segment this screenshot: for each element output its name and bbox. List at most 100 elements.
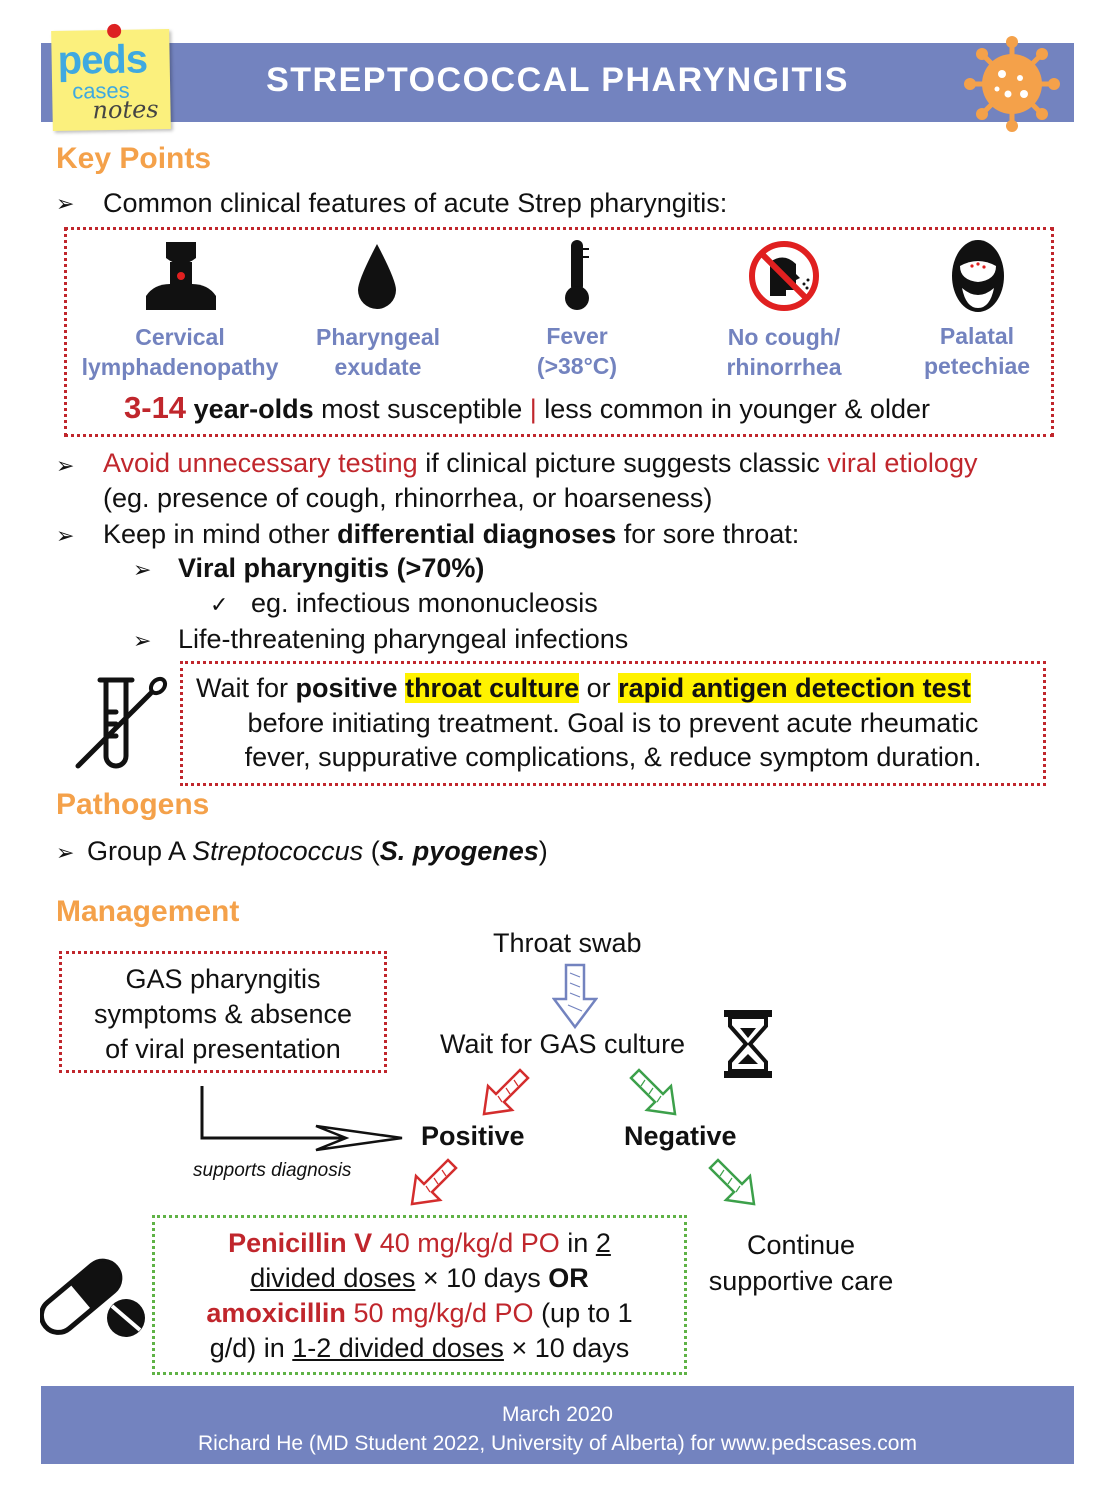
supportive-line: Continue: [746, 1230, 856, 1260]
amoxicillin-days: × 10 days: [511, 1333, 630, 1363]
positive-result: Positive: [421, 1121, 525, 1151]
checkmark-icon: ✓: [210, 592, 229, 617]
feature-label-line2: exudate: [334, 354, 422, 380]
symptoms-line: of viral presentation: [105, 1034, 341, 1064]
treatment-text: Penicillin V 40 mg/kg/d PO in 2 divided …: [152, 1226, 687, 1366]
droplet-icon: [358, 244, 396, 309]
avoid-testing-line2: (eg. presence of cough, rhinorrhea, or h…: [103, 483, 713, 513]
treatment-line: Penicillin V 40 mg/kg/d PO in 2: [152, 1226, 687, 1261]
feature-label-line2: lymphadenopathy: [81, 354, 279, 380]
viral-pharyngitis: Viral pharyngitis (>70%): [178, 553, 485, 583]
amoxicillin-gd: g/d) in: [209, 1333, 285, 1363]
arrow-to-negative-icon: [629, 1068, 677, 1116]
symptoms-box: [59, 951, 387, 1073]
penicillin-days: × 10 days: [422, 1263, 541, 1293]
feature-exudate: Pharyngeal exudate: [298, 322, 458, 382]
bullet-arrow-icon: ➢: [56, 453, 75, 478]
life-threatening: Life-threatening pharyngeal infections: [178, 624, 629, 654]
footer-banner: March 2020 Richard He (MD Student 2022, …: [41, 1386, 1074, 1464]
wait-positive: positive: [295, 673, 398, 703]
feature-label-line1: Fever: [546, 323, 608, 349]
pill-icon: [40, 1258, 145, 1337]
avoid-testing-mid: if clinical picture suggests classic: [425, 448, 820, 478]
wait-line1: Wait for positive throat culture or rapi…: [196, 673, 971, 704]
neck-lymph-icon: [146, 242, 216, 310]
header-banner: STREPTOCOCCAL PHARYNGITIS: [41, 43, 1074, 122]
feature-label-line1: Palatal: [939, 323, 1015, 349]
wait-line2: before initiating treatment. Goal is to …: [247, 708, 979, 738]
bullet-arrow-icon: ➢: [56, 523, 75, 548]
pathogen-genus: Streptococcus: [192, 836, 364, 866]
features-box: [64, 227, 1054, 437]
wait-for-test-box: [180, 661, 1046, 786]
wait-pre: Wait for: [196, 673, 289, 703]
penicillin-name: Penicillin V: [228, 1228, 373, 1258]
wait-line3: fever, suppurative complications, & redu…: [244, 742, 982, 772]
feature-fever: Fever (>38°C): [502, 321, 652, 381]
thermometer-icon: [565, 240, 589, 310]
symptoms-line: GAS pharyngitis: [125, 964, 321, 994]
negative-result: Negative: [624, 1121, 737, 1151]
avoid-testing-red: Avoid unnecessary testing: [103, 448, 418, 478]
penicillin-divided: divided doses: [250, 1263, 416, 1293]
pathogen-line: Group A Streptococcus (S. pyogenes): [87, 836, 548, 867]
wait-or: or: [586, 673, 611, 703]
arrow-to-treatment-icon: [410, 1158, 458, 1206]
footer-author: Richard He (MD Student 2022, University …: [198, 1432, 917, 1455]
test-tube-icon: [75, 676, 168, 769]
amoxicillin-name: amoxicillin: [206, 1298, 346, 1328]
differential-pre: Keep in mind other: [103, 519, 330, 549]
treatment-line: g/d) in 1-2 divided doses × 10 days: [152, 1331, 687, 1366]
age-line: 3-14 year-olds most susceptible | less c…: [124, 390, 930, 426]
viral-etiology-red: viral etiology: [827, 448, 978, 478]
symptoms-text: GAS pharyngitis symptoms & absence of vi…: [59, 962, 387, 1067]
no-cough-icon: [749, 241, 819, 311]
penicillin-two: 2: [595, 1228, 611, 1258]
feature-petechiae: Palatal petechiae: [904, 321, 1050, 381]
down-arrow-icon: [552, 963, 598, 1029]
supports-diagnosis-label: supports diagnosis: [193, 1160, 352, 1181]
feature-label-line1: No cough/: [727, 324, 841, 350]
bullet-arrow-icon: ➢: [133, 557, 152, 582]
age-separator: |: [529, 394, 537, 424]
feature-label-line2: petechiae: [923, 353, 1031, 379]
feature-label-line2: rhinorrhea: [726, 354, 842, 380]
age-range: 3-14: [124, 390, 187, 425]
treatment-box: [152, 1215, 687, 1375]
amoxicillin-dose: 50 mg/kg/d PO: [353, 1298, 534, 1328]
pathogen-paren-open: (: [370, 836, 380, 866]
age-tail: less common in younger & older: [544, 394, 930, 424]
feature-label-line1: Cervical: [135, 324, 225, 350]
footer-date: March 2020: [502, 1403, 613, 1426]
feature-label-line1: Pharyngeal: [316, 324, 440, 350]
key-points-heading: Key Points: [56, 142, 212, 175]
supports-arrow-icon: [200, 1086, 403, 1152]
supportive-line: supportive care: [708, 1266, 894, 1296]
throat-swab: Throat swab: [493, 928, 642, 958]
throat-culture-highlight: throat culture: [405, 673, 580, 703]
features-intro: Common clinical features of acute Strep …: [103, 188, 728, 218]
pathogens-heading: Pathogens: [56, 788, 210, 821]
age-rest: most susceptible: [321, 394, 523, 424]
age-label: year-olds: [193, 394, 314, 424]
hourglass-icon: [724, 1010, 772, 1078]
bullet-arrow-icon: ➢: [133, 628, 152, 653]
logo-peds: peds: [57, 37, 148, 83]
treatment-or: OR: [548, 1263, 589, 1293]
page-title: STREPTOCOCCAL PHARYNGITIS: [266, 61, 849, 99]
pin-icon: [107, 23, 122, 39]
open-mouth-icon: [952, 240, 1004, 312]
treatment-line: amoxicillin 50 mg/kg/d PO (up to 1: [152, 1296, 687, 1331]
management-heading: Management: [56, 895, 240, 928]
logo-notes: notes: [92, 95, 159, 125]
feature-no-cough: No cough/ rhinorrhea: [700, 322, 868, 382]
pathogen-species: S. pyogenes: [379, 836, 539, 866]
feature-cervical: Cervical lymphadenopathy: [70, 322, 290, 382]
symptoms-line: symptoms & absence: [93, 999, 353, 1029]
arrow-to-positive-icon: [482, 1068, 530, 1116]
treatment-in: in: [567, 1228, 589, 1258]
treatment-line: divided doses × 10 days OR: [152, 1261, 687, 1296]
pathogen-paren-close: ): [538, 836, 548, 866]
mono-example: eg. infectious mononucleosis: [251, 588, 598, 618]
amoxicillin-divided: 1-2 divided doses: [292, 1333, 504, 1363]
